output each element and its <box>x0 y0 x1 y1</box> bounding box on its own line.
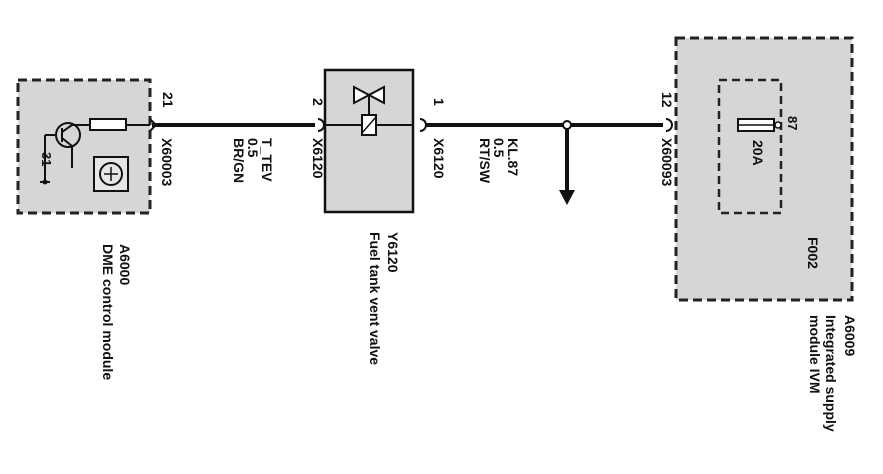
valve-connector-in: X6120 <box>310 138 326 179</box>
ivm-pin-label: 12 <box>659 92 675 108</box>
ivm-connector-label: X60093 <box>659 138 675 186</box>
fuse-pin-label: 87 <box>785 116 800 130</box>
control-unit-icon <box>93 156 129 192</box>
wire-right-signal: KL.87 <box>505 138 521 176</box>
valve-pin-out: 1 <box>431 98 447 106</box>
valve-box <box>323 68 415 214</box>
wire-right-size: 0.5 <box>491 138 507 158</box>
dme-module-name: DME control module <box>100 244 116 380</box>
dme-module-box <box>16 78 152 215</box>
dme-module-id: A6000 <box>117 244 133 285</box>
valve-connector-out: X6120 <box>431 138 447 179</box>
wire-left-signal: T_TEV <box>259 138 275 182</box>
valve-name: Fuel tank vent valve <box>367 232 383 365</box>
wire-left-color: BR/GN <box>231 138 247 183</box>
integrated-supply-module: 87 20A F002 <box>674 36 854 302</box>
wire-left-size: 0.5 <box>245 138 261 158</box>
connector-x6120-in-marker <box>317 118 325 132</box>
dme-control-module: 31 A6000 DME control module <box>16 78 152 380</box>
dme-connector-label: X60003 <box>159 138 175 186</box>
wire-right-color: RT/SW <box>477 138 493 184</box>
ivm-module-id: A6009 <box>842 315 858 356</box>
connector-x60093-marker <box>665 118 673 132</box>
fuse-icon <box>737 118 782 132</box>
resistor-icon <box>89 118 127 131</box>
fuse-holder-box <box>717 78 783 215</box>
dme-pin-label: 21 <box>160 92 176 108</box>
fuse-rating-label: 20A <box>750 140 766 166</box>
ivm-module-name-line2: module IVM <box>807 315 823 394</box>
transistor-icon <box>40 122 90 185</box>
valve-icon <box>353 85 385 115</box>
ivm-module-name-line1: Integrated supply <box>823 315 839 432</box>
connector-x60003-marker <box>149 118 158 132</box>
fuel-tank-vent-valve <box>323 68 415 214</box>
ground-pin-label: 31 <box>39 152 54 166</box>
connector-x6120-out-marker <box>419 118 427 132</box>
valve-id: Y6120 <box>385 232 401 273</box>
fuse-id-label: F002 <box>805 237 821 269</box>
branch-arrow-icon <box>559 120 575 205</box>
main-wire <box>149 118 740 132</box>
valve-pin-in: 2 <box>310 98 326 106</box>
